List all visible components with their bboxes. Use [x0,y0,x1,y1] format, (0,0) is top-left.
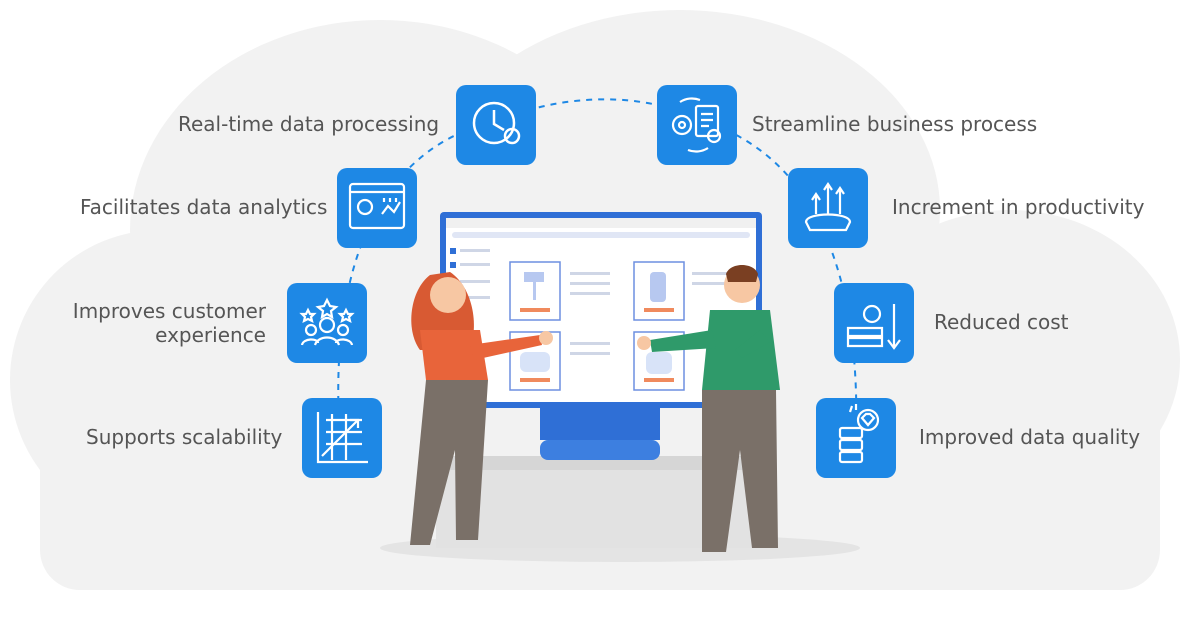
woman-figure [410,272,553,545]
tile-productivity [788,168,868,248]
tile-data-quality [816,398,896,478]
tile-real-time [456,85,536,165]
tile-streamline [657,85,737,165]
data-quality-server-icon [838,404,880,464]
tile-cost [834,283,914,363]
label-improves-customer-line1: Improves customer [72,299,266,323]
clock-gear-icon [472,101,521,145]
man-figure [637,265,780,552]
label-increment-in-productivity: Increment in productivity [892,195,1145,219]
label-facilitates-data-analytics: Facilitates data analytics [80,195,328,219]
growth-chart-icon [316,412,368,464]
analytics-dashboard-icon [348,182,406,230]
label-reduced-cost: Reduced cost [934,310,1069,334]
productivity-arrows-icon [804,182,852,232]
label-improved-data-quality: Improved data quality [919,425,1141,449]
tile-analytics [337,168,417,248]
label-real-time-data-processing: Real-time data processing [178,112,440,136]
label-supports-scalability: Supports scalability [86,425,283,449]
customer-stars-icon [299,297,355,346]
tile-customer [287,283,367,363]
label-improves-customer-experience: Improves customer experience [66,299,266,347]
label-improves-customer-line2: experience [155,323,266,347]
process-gear-document-icon [671,97,722,153]
tile-scalability [302,398,382,478]
cost-down-icon [846,304,901,350]
dashed-arc [337,98,858,439]
label-streamline-business-process: Streamline business process [752,112,1038,136]
